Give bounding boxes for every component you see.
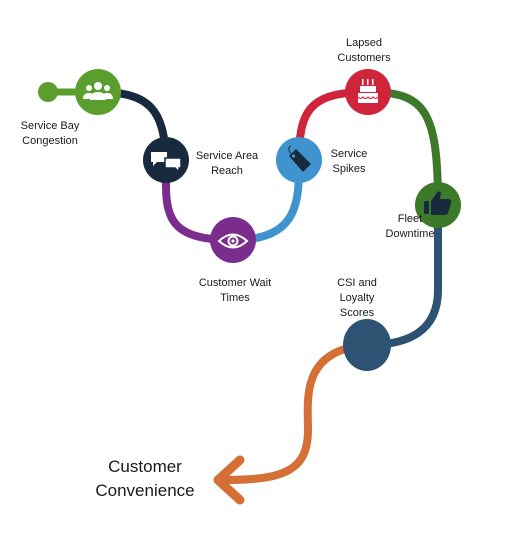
label-service-spikes: Service Spikes	[330, 148, 368, 175]
label-service-bay: Service Bay Congestion	[20, 120, 80, 147]
node-csi	[343, 319, 391, 371]
node-service-bay	[75, 69, 121, 115]
node-service-area	[143, 137, 189, 183]
node-lapsed	[345, 69, 391, 115]
segment-csi-to-convenience	[224, 341, 368, 484]
arrow-left-icon	[213, 455, 245, 505]
label-lapsed: Lapsed Customers	[337, 37, 391, 64]
price-tag-icon	[288, 145, 311, 172]
chat-bubbles-icon	[151, 152, 182, 174]
node-wait-times	[210, 217, 256, 263]
label-wait-times: Customer Wait Times	[198, 277, 272, 304]
birthday-cake-icon	[357, 79, 379, 103]
eye-icon	[217, 233, 249, 249]
node-service-spikes	[276, 137, 322, 183]
thumbs-up-icon	[424, 191, 452, 215]
label-service-area: Service Area Reach	[195, 150, 259, 177]
label-csi: CSI and Loyalty Scores	[337, 277, 377, 319]
label-customer-convenience: Customer Convenience	[95, 457, 195, 500]
label-fleet: Fleet Downtime	[385, 213, 435, 240]
node-fleet	[415, 182, 461, 228]
start-dot	[38, 82, 58, 102]
people-icon	[83, 82, 113, 100]
